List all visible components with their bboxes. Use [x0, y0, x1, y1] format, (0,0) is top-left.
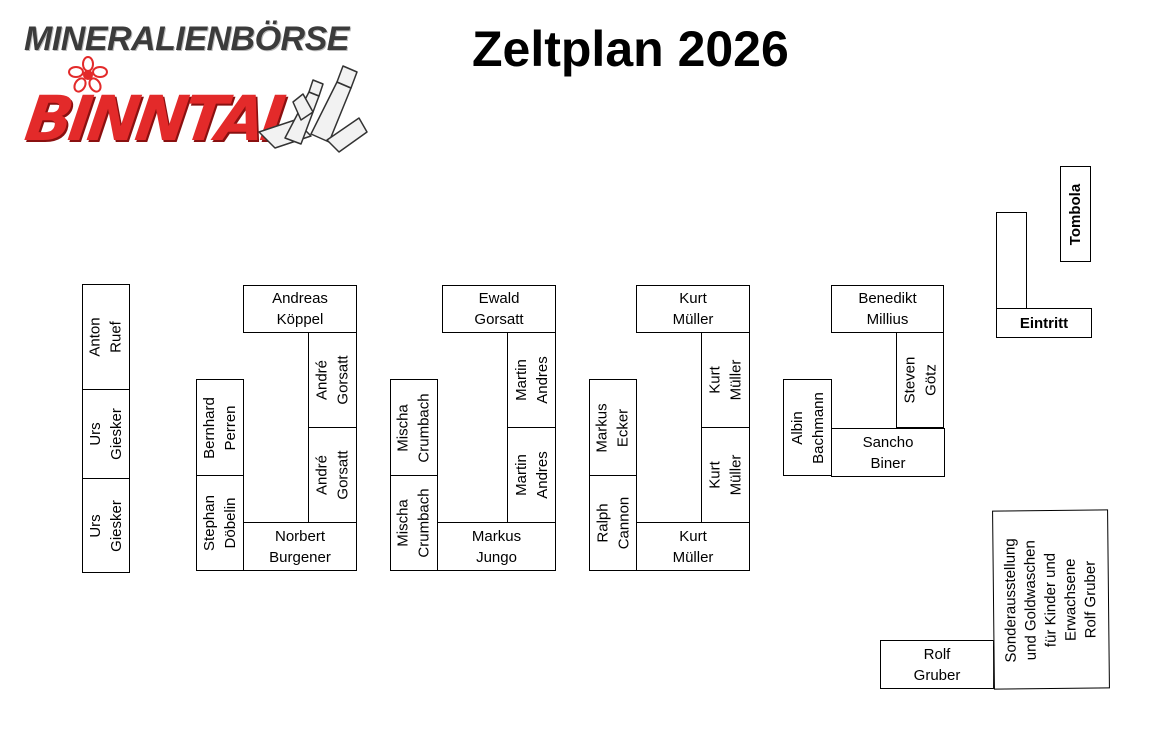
tent-martin-andres-1: Martin Andres — [507, 332, 556, 428]
tent-andre-gorsatt-1: André Gorsatt — [308, 332, 357, 428]
tent-markus-ecker: Markus Ecker — [589, 379, 637, 476]
entrance-box — [996, 212, 1027, 309]
tent-albin-bachmann: Albin Bachmann — [783, 379, 832, 476]
tent-kurt-mueller-2: Kurt Müller — [701, 332, 750, 428]
tent-sonderausstellung: Sonderausstellung und Goldwaschen für Ki… — [992, 509, 1110, 690]
tent-sancho-biner: Sancho Biner — [831, 428, 945, 477]
tent-ewald-gorsatt: Ewald Gorsatt — [442, 285, 556, 333]
tent-tombola: Tombola — [1060, 166, 1091, 262]
tent-bernhard-perren: Bernhard Perren — [196, 379, 244, 476]
tent-rolf-gruber: Rolf Gruber — [880, 640, 994, 689]
page-title: Zeltplan 2026 — [472, 21, 789, 77]
crystal-icon — [258, 65, 368, 153]
tent-anton-ruef: Anton Ruef — [82, 284, 130, 390]
tent-mischa-crumbach-1: Mischa Crumbach — [390, 379, 438, 476]
tent-andre-gorsatt-2: André Gorsatt — [308, 427, 357, 523]
tent-norbert-burgener: Norbert Burgener — [243, 522, 357, 571]
tent-markus-jungo: Markus Jungo — [437, 522, 556, 571]
entrance-eintritt: Eintritt — [996, 308, 1092, 338]
tent-kurt-mueller-3: Kurt Müller — [701, 427, 750, 523]
tent-benedikt-millius: Benedikt Millius — [831, 285, 944, 333]
edelweiss-icon — [68, 56, 108, 93]
tent-mischa-crumbach-2: Mischa Crumbach — [390, 475, 438, 571]
tent-kurt-mueller-4: Kurt Müller — [636, 522, 750, 571]
tent-martin-andres-2: Martin Andres — [507, 427, 556, 523]
tent-andreas-koeppel: Andreas Köppel — [243, 285, 357, 333]
tent-urs-giesker-1: Urs Giesker — [82, 389, 130, 479]
tent-kurt-mueller-1: Kurt Müller — [636, 285, 750, 333]
tent-stephan-doebelin: Stephan Döbelin — [196, 475, 244, 571]
tent-urs-giesker-2: Urs Giesker — [82, 478, 130, 573]
tent-steven-goetz: Steven Götz — [896, 332, 944, 428]
logo-mineralienboerse: MINERALIENBÖRSE — [24, 20, 349, 58]
tent-ralph-cannon: Ralph Cannon — [589, 475, 637, 571]
